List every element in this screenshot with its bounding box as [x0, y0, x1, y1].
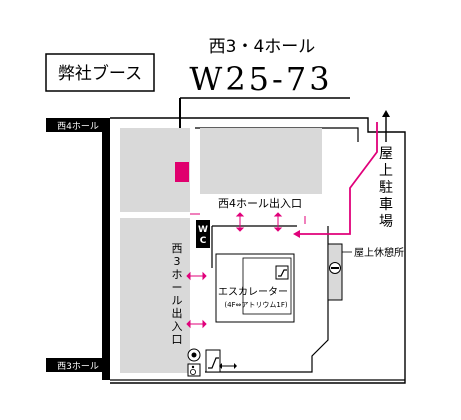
west-wall	[102, 118, 110, 380]
svg-text:西: 西	[172, 242, 183, 255]
west3-entrance-label: 西 3 ホ ー ル 出 入 口	[172, 242, 183, 346]
svg-text:ル: ル	[172, 294, 183, 307]
route-arrowhead	[293, 230, 300, 238]
escalator-area	[215, 253, 295, 323]
smoking-icon	[329, 262, 341, 274]
wc-label-c: C	[200, 236, 207, 246]
booth-marker	[175, 162, 189, 182]
hall-west4-east-area	[200, 128, 322, 194]
hall-west3-area	[120, 218, 190, 373]
west4-entrance-arrows	[190, 212, 306, 232]
inner-wall-lower	[205, 288, 329, 373]
hall-label-west4: 西4ホール	[57, 121, 99, 132]
hall-name: 西3・4ホール	[209, 37, 316, 57]
rooftop-parking-label: 屋 上 駐 車 場	[379, 146, 393, 230]
west4-entrance-label: 西4ホール出入口	[218, 196, 302, 210]
hall-label-west3: 西3ホール	[57, 361, 99, 372]
svg-text:車: 車	[379, 196, 393, 213]
wheelchair-icon	[187, 363, 201, 377]
arrow-up-icon	[382, 110, 390, 117]
svg-text:3: 3	[174, 255, 181, 268]
booth-label: 弊社ブース	[58, 63, 142, 84]
svg-text:屋: 屋	[379, 146, 393, 162]
svg-text:口: 口	[172, 333, 183, 346]
route-line	[300, 122, 378, 235]
restroom-icon	[187, 348, 201, 362]
escalator-label: エスカレーター	[218, 286, 288, 298]
svg-text:ー: ー	[172, 281, 183, 294]
svg-text:ホ: ホ	[172, 268, 183, 281]
svg-text:駐: 駐	[379, 180, 393, 196]
svg-text:入: 入	[172, 320, 183, 333]
booth-label-box	[45, 53, 155, 92]
hall-label-west4-bg	[46, 118, 110, 132]
west3-entrance-arrows	[186, 271, 207, 329]
double-arrow-icon	[205, 349, 237, 373]
hall-label-west3-bg	[46, 358, 110, 372]
escalator-inner	[242, 257, 292, 315]
elevator-icon	[275, 265, 289, 280]
svg-text:出: 出	[172, 306, 183, 320]
booth-number: W25-73	[189, 60, 332, 98]
escalator-sublabel: (4F⇔アトリウム1F)	[224, 301, 288, 309]
wc-box	[196, 220, 210, 248]
wc-label-w: W	[198, 225, 208, 235]
rooftop-rest-label: 屋上休憩所	[354, 246, 404, 259]
svg-text:場: 場	[379, 214, 393, 230]
svg-text:上: 上	[379, 163, 393, 179]
